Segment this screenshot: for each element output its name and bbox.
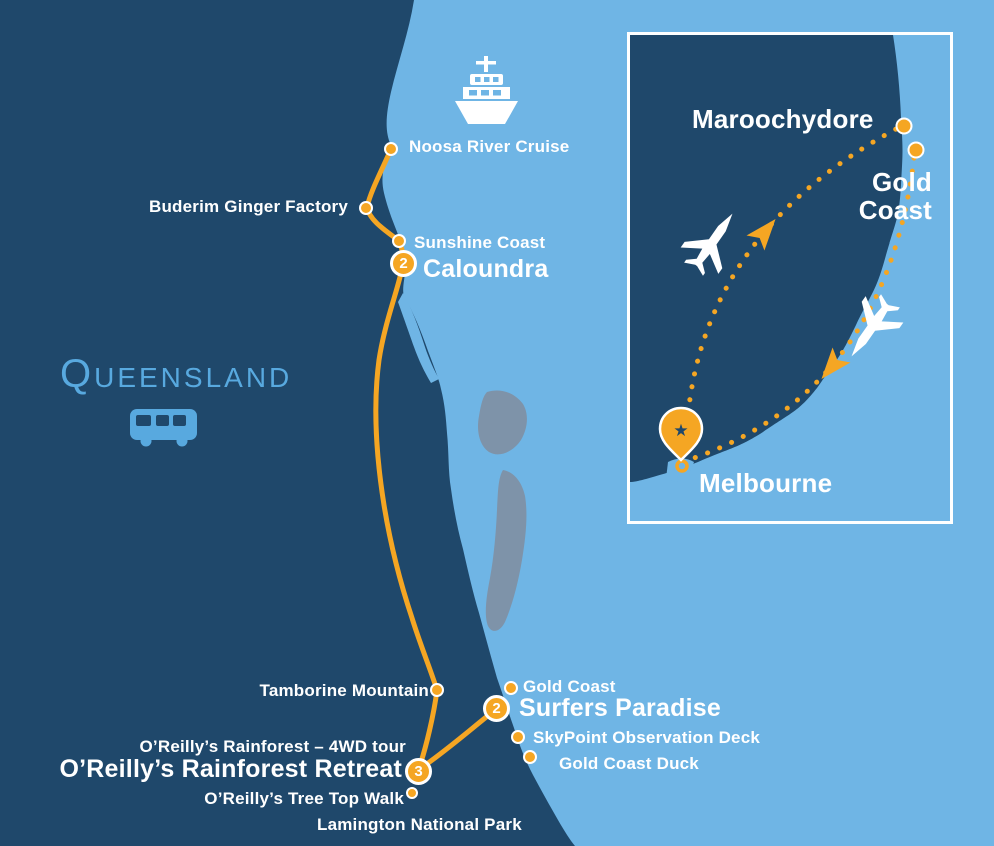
stop-label-oreillys-rainforest-4wd-tour: O’Reilly’s Rainforest – 4WD tour (139, 737, 406, 756)
star-icon: ★ (673, 421, 688, 440)
coastal-inlet (398, 293, 439, 383)
stop-dot-gold-coast (504, 681, 518, 695)
inset-label-gold-coast: Gold Coast (858, 167, 932, 226)
flight-arrow-south-icon (821, 347, 851, 379)
stop-label-surfers-paradise: Surfers Paradise (519, 694, 721, 722)
city-dot-gold-coast (907, 141, 925, 159)
stop-label-caloundra: Caloundra (423, 255, 549, 283)
tour-route (364, 146, 440, 771)
stop-dot-skypoint (511, 730, 525, 744)
airplane-icon-south (851, 294, 904, 357)
location-pin-icon (658, 406, 704, 462)
stop-label-tamborine-mountain: Tamborine Mountain (259, 681, 429, 700)
stop-label-lamington-national-park: Lamington National Park (317, 815, 522, 834)
flight-path-northbound (683, 125, 901, 455)
inset-label-melbourne: Melbourne (699, 468, 833, 498)
airplane-icon-north (680, 213, 733, 276)
stop-label-skypoint-observation-deck: SkyPoint Observation Deck (533, 728, 761, 747)
stop-label-noosa-river-cruise: Noosa River Cruise (409, 137, 570, 156)
stop-label-gold-coast-duck: Gold Coast Duck (559, 754, 699, 773)
inset-border (627, 32, 953, 524)
region-label-queensland: Queensland (60, 352, 293, 396)
cruise-ship-icon (455, 56, 518, 124)
stop-label-gold-coast: Gold Coast (523, 677, 616, 696)
inset-landmass (630, 35, 903, 482)
stop-label-sunshine-coast: Sunshine Coast (414, 233, 546, 252)
bus-icon (130, 409, 197, 447)
stop-dot-gold-coast-duck (523, 750, 537, 764)
inset-label-maroochydore: Maroochydore (692, 104, 874, 134)
stop-dot-tamborine (430, 683, 444, 697)
stradbroke-island (485, 470, 527, 631)
city-dot-melbourne (675, 459, 689, 473)
stop-dot-noosa (384, 142, 398, 156)
nights-badge-surfers-paradise: 2 (483, 695, 510, 722)
stop-dot-sunshine-coast (392, 234, 406, 248)
queensland-landmass (0, 0, 575, 846)
flight-arrow-north-icon (746, 219, 776, 251)
stop-label-buderim-ginger-factory: Buderim Ginger Factory (149, 197, 348, 216)
moreton-island (478, 390, 527, 455)
stop-label-oreillys-tree-top-walk: O’Reilly’s Tree Top Walk (204, 789, 404, 808)
city-dot-maroochydore (895, 117, 913, 135)
flight-path-southbound (691, 155, 917, 461)
nights-badge-caloundra: 2 (390, 250, 417, 277)
stop-label-oreillys-rainforest-retreat: O’Reilly’s Rainforest Retreat (59, 755, 402, 783)
stop-dot-tree-top-walk (406, 787, 418, 799)
nights-badge-oreillys-retreat: 3 (405, 758, 432, 785)
stop-dot-buderim (359, 201, 373, 215)
